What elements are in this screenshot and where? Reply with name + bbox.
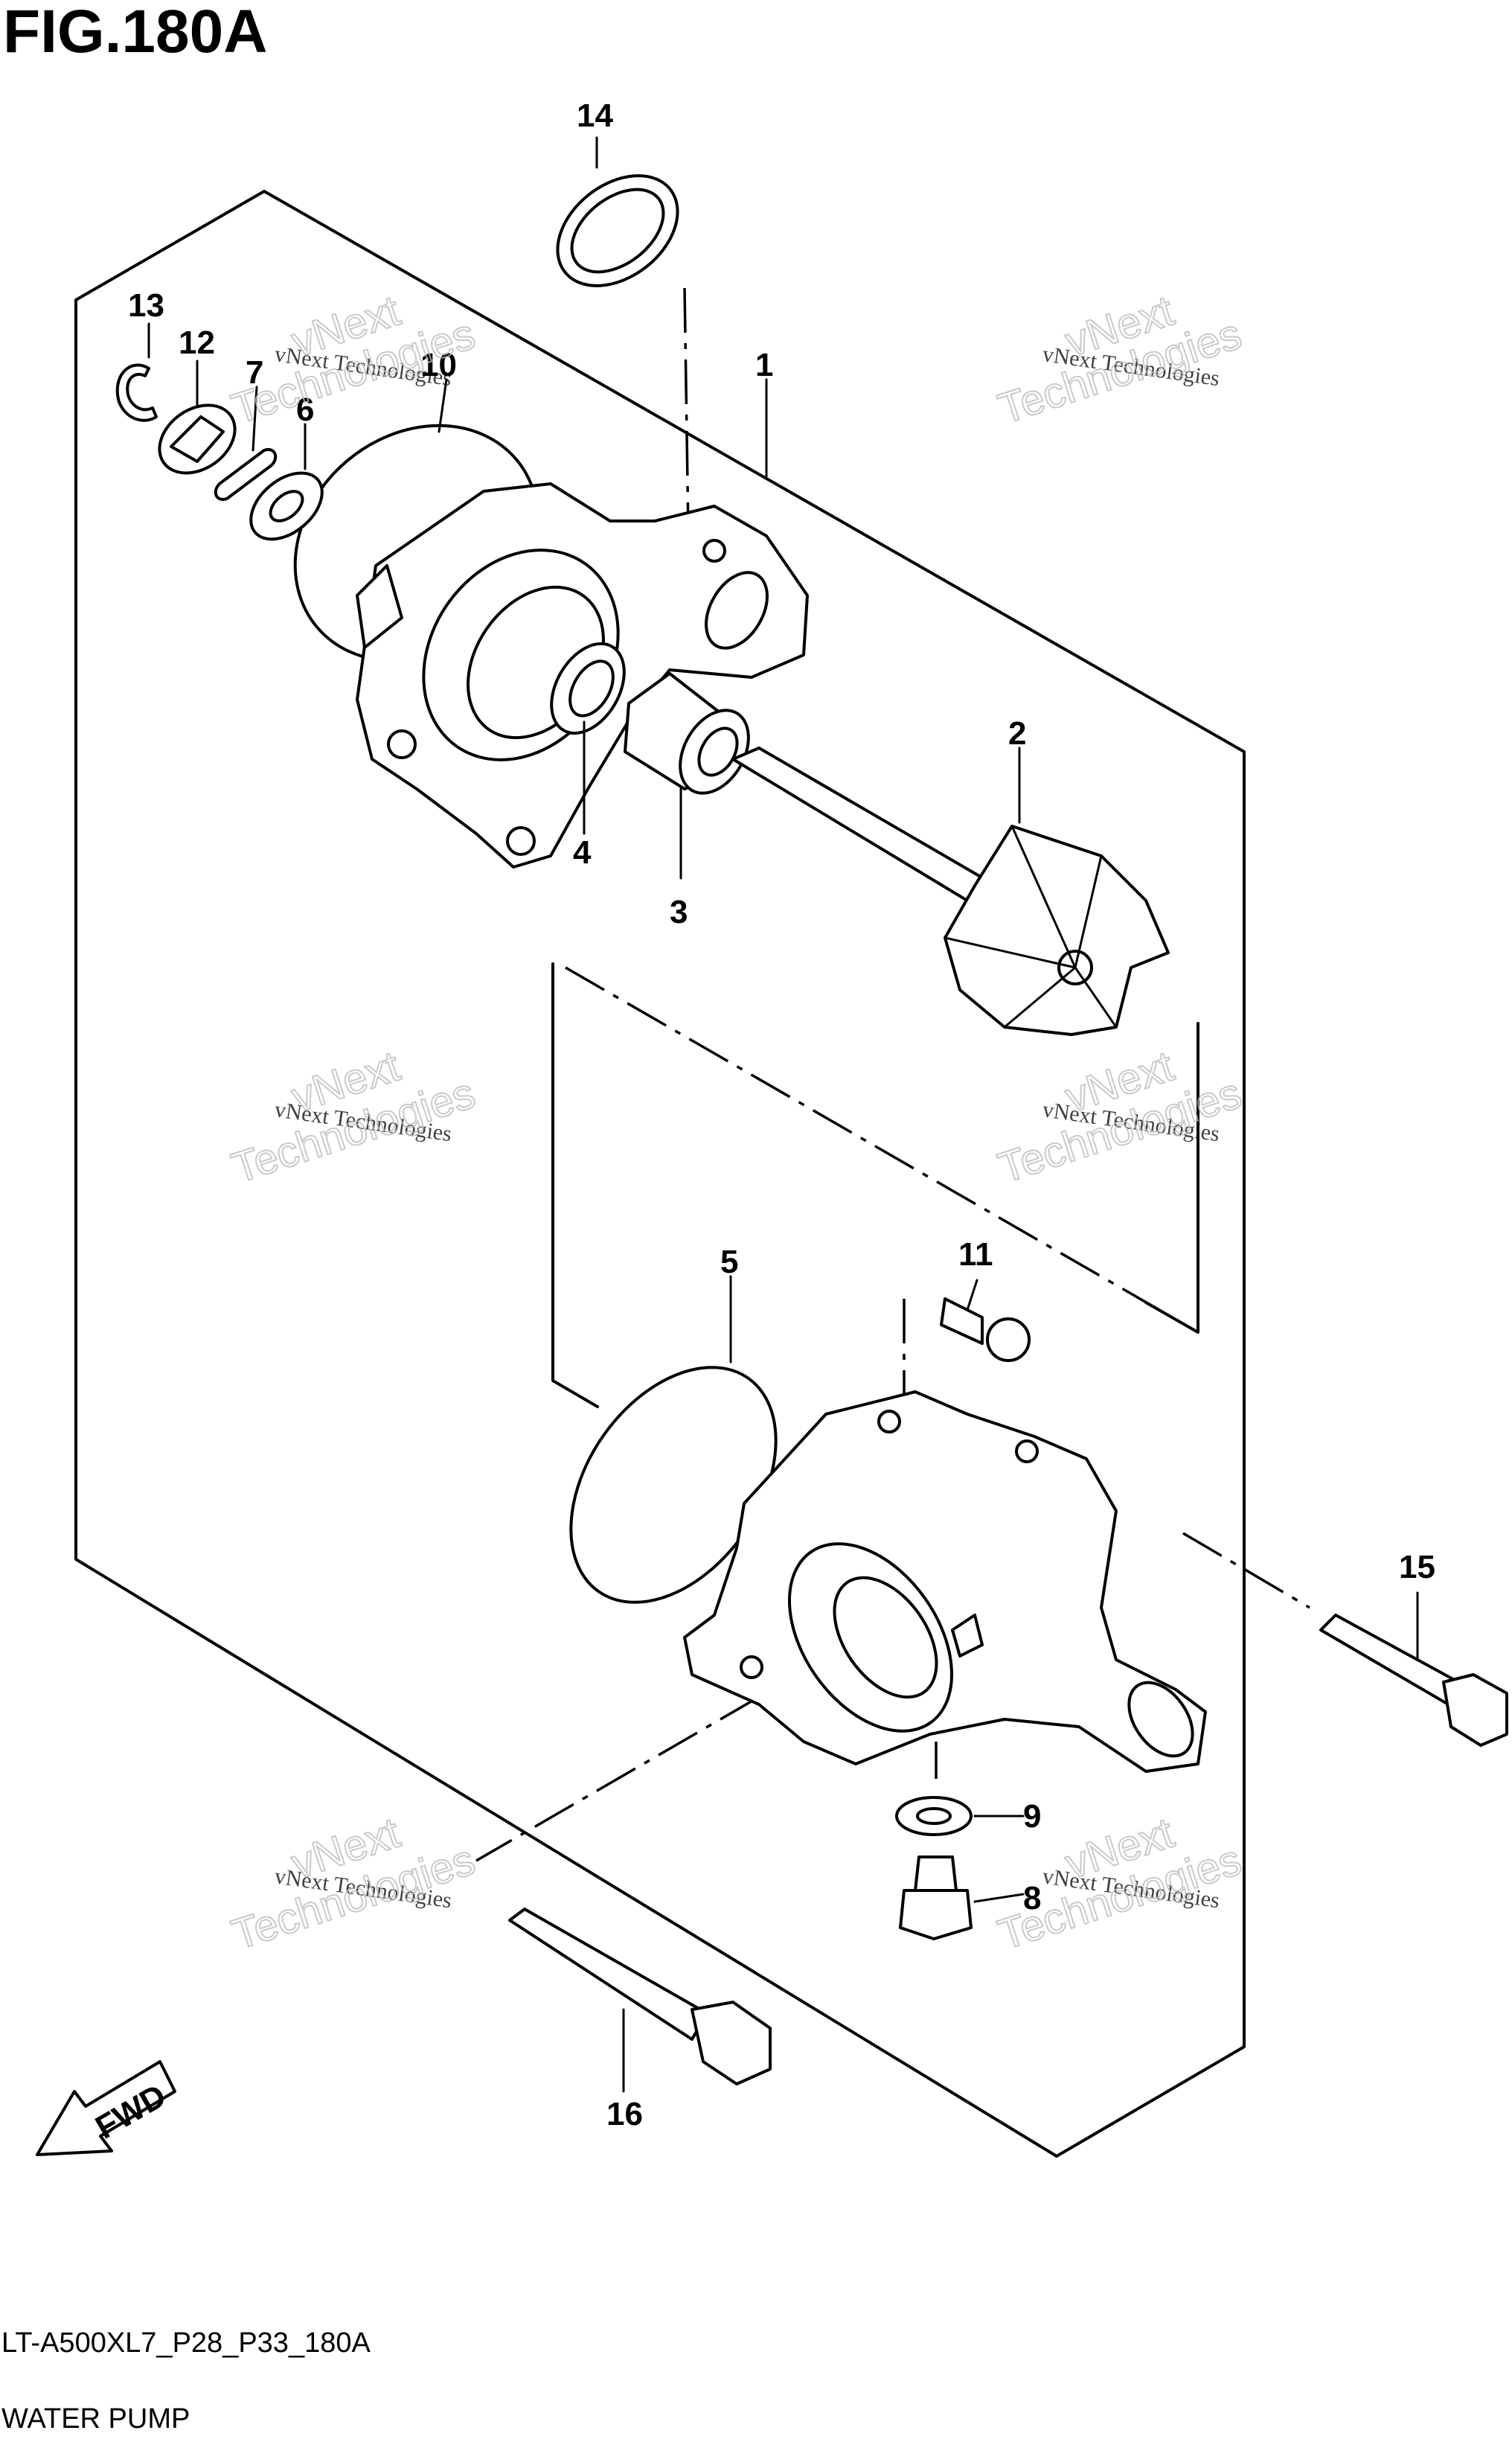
callout-9: 9 xyxy=(1023,1798,1041,1835)
callout-2: 2 xyxy=(1008,715,1026,752)
callout-11: 11 xyxy=(958,1236,993,1273)
assembly-frame xyxy=(74,190,1246,2158)
callout-10: 10 xyxy=(420,347,457,383)
part-6-washer xyxy=(249,471,324,541)
watermark-mid-left: vNext Technologies vNext Technologies xyxy=(225,1041,481,1194)
callout-7: 7 xyxy=(246,354,263,391)
alignment-line-middle xyxy=(565,966,1199,1334)
part-11-screw xyxy=(940,1297,1031,1362)
part-4-seal xyxy=(550,642,626,735)
callout-3: 3 xyxy=(670,894,688,930)
callout-14: 14 xyxy=(577,98,613,134)
callout-16: 16 xyxy=(606,2096,643,2132)
pump-cover xyxy=(683,1390,1207,1773)
part-2-impeller xyxy=(731,747,1170,1036)
leader-lines xyxy=(147,136,1419,2093)
subassembly-frame xyxy=(551,962,599,1408)
callout-1: 1 xyxy=(755,347,773,383)
part-14-oring xyxy=(556,174,679,287)
callout-15: 15 xyxy=(1399,1549,1435,1585)
callout-6: 6 xyxy=(296,391,314,428)
callout-13: 13 xyxy=(128,287,164,324)
alignment-line-left xyxy=(475,1695,760,1862)
model-code: LT-A500XL7_P28_P33_180A xyxy=(1,2327,371,2359)
watermark-bottom-left: vNext Technologies vNext Technologies xyxy=(225,1808,481,1960)
callout-5: 5 xyxy=(720,1244,738,1280)
fwd-arrow: FWD xyxy=(36,2060,176,2156)
watermark-mid-right: vNext Technologies vNext Technologies xyxy=(992,1041,1248,1194)
part-12-gear xyxy=(158,403,237,475)
part-16-bolt xyxy=(508,1908,772,2085)
part-7-pin xyxy=(214,448,278,501)
figure-caption: WATER PUMP xyxy=(1,2403,190,2435)
alignment-line-top xyxy=(683,287,690,533)
figure-title: FIG.180A xyxy=(3,0,267,65)
part-3-mechanical-seal xyxy=(624,672,750,795)
part-13-circlip xyxy=(115,363,158,422)
part-15-bolt xyxy=(1319,1614,1508,1747)
callout-12: 12 xyxy=(179,325,215,361)
callout-4: 4 xyxy=(573,834,592,871)
alignment-line-right xyxy=(1182,1532,1310,1609)
part-9-washer xyxy=(895,1796,973,1836)
watermark-top-right: vNext Technologies vNext Technologies xyxy=(992,286,1248,435)
callout-8: 8 xyxy=(1023,1880,1041,1917)
part-8-drain-bolt xyxy=(899,1855,973,1940)
